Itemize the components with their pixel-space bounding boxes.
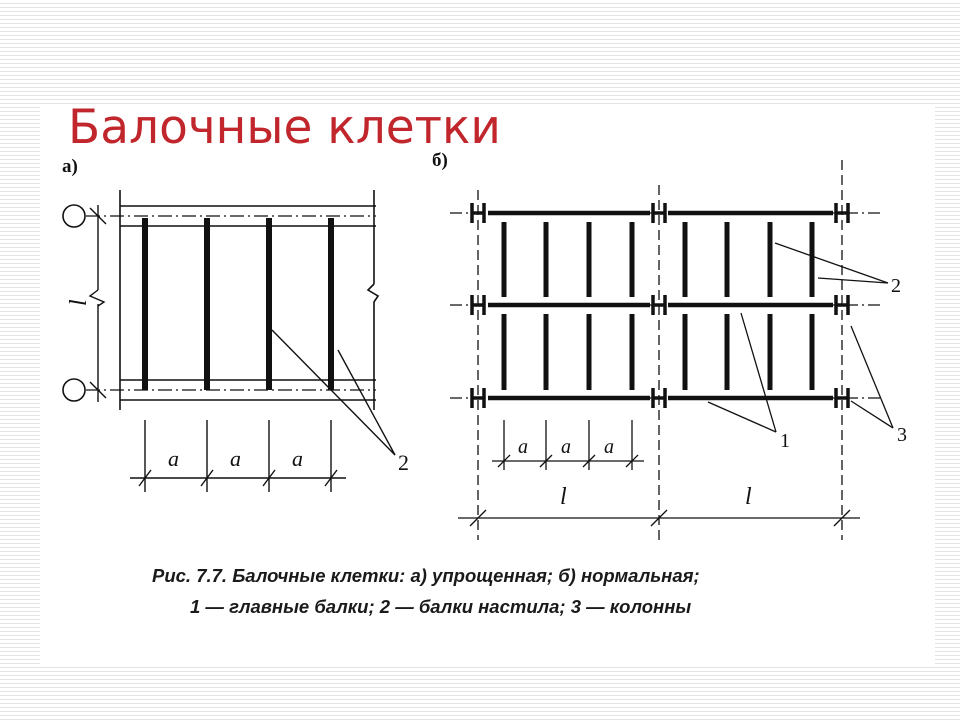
diagram-b-span-label-2: l [745, 484, 752, 510]
diagram-a-pitch-label-1: a [168, 446, 179, 471]
diagram-a-pitch-label-2: a [230, 446, 241, 471]
diagram-b-pitch-label-1: a [518, 436, 528, 458]
diagram-b-vertical-axes [477, 160, 843, 540]
diagram-a-callout-2: 2 [398, 450, 409, 475]
caption-line-2: 1 — главные балки; 2 — балки настила; 3 … [190, 596, 691, 617]
diagram-b-leaders [707, 242, 894, 433]
diagram-a-label: а) [62, 156, 78, 177]
slide-content-area [40, 104, 935, 664]
diagram-a-pitch-dimension [130, 420, 346, 492]
diagram-a-leaders [271, 329, 396, 456]
diagram-b-callout-3: 3 [897, 424, 907, 446]
diagram-b: б) [432, 150, 907, 540]
diagram-a-outline [119, 190, 380, 410]
diagram-a-span-dimension [88, 205, 107, 402]
diagram-b-pitch-dimension [492, 420, 644, 470]
diagram-a-span-label: l [66, 299, 92, 306]
diagram-b-main-girders [488, 210, 833, 401]
diagram-b-callout-1: 1 [780, 430, 790, 452]
diagram-b-span-label-1: l [560, 484, 567, 510]
diagram-a-axis-bubbles [62, 204, 86, 402]
figure-caption: Рис. 7.7. Балочные клетки: а) упрощенная… [152, 565, 700, 617]
caption-line-1: Рис. 7.7. Балочные клетки: а) упрощенная… [152, 565, 700, 586]
diagram-a: а) l [62, 156, 409, 492]
diagram-a-pitch-label-3: a [292, 446, 303, 471]
diagram-b-columns [470, 203, 850, 408]
diagram-a-axis-lines [86, 215, 376, 391]
diagram-b-pitch-label-3: a [604, 436, 614, 458]
diagram-b-callout-2: 2 [891, 275, 901, 297]
diagram-b-span-dimension [458, 509, 860, 527]
diagram-b-label: б) [432, 150, 448, 171]
diagram-b-decking-beams [501, 222, 815, 390]
diagram-b-pitch-label-2: a [561, 436, 571, 458]
diagram-a-decking-beams [142, 218, 334, 390]
slide-title: Балочные клетки [68, 100, 501, 155]
